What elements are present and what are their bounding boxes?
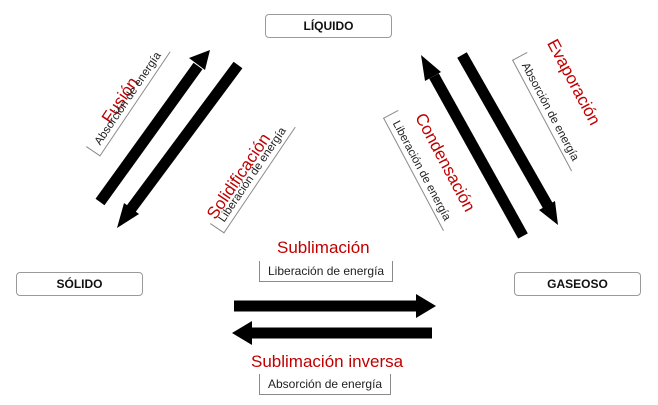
label-deposition-energy: Absorción de energía <box>259 374 392 395</box>
arrow-condensation <box>421 55 528 239</box>
arrow-fusion <box>95 50 210 206</box>
arrow-evaporation <box>457 52 558 225</box>
state-liquid: LÍQUIDO <box>265 14 392 38</box>
label-deposition: Sublimación inversa <box>251 352 404 371</box>
label-sublimation-energy: Liberación de energía <box>259 261 394 282</box>
state-gas: GASEOSO <box>514 272 641 296</box>
state-solid: SÓLIDO <box>16 272 143 296</box>
arrow-sublimation <box>234 294 436 318</box>
arrow-deposition <box>232 321 432 345</box>
label-sublimation: Sublimación <box>277 238 370 257</box>
arrow-solidification <box>117 61 243 228</box>
